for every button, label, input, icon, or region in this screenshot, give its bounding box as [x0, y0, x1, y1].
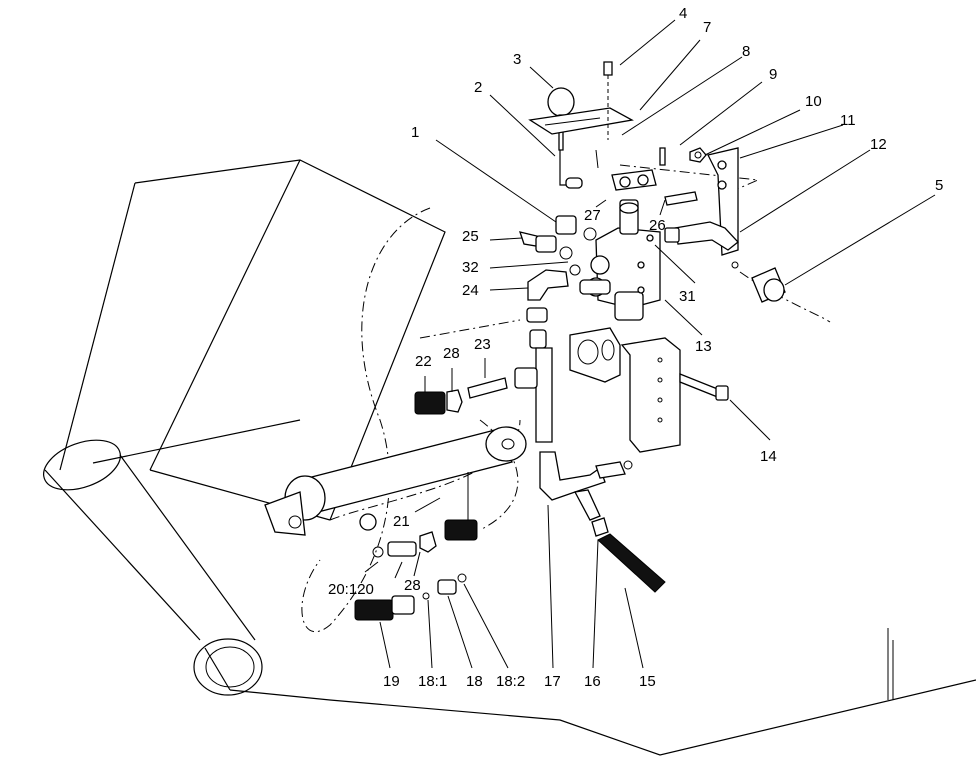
control-lever-assembly	[528, 61, 760, 206]
hose-end-19	[354, 599, 394, 621]
callout-26: 26	[649, 217, 666, 234]
callout-22: 22	[415, 353, 432, 370]
callout-labels: 1 2 3 4 5 7 8 9 10 11 12 13 14 15 16 17 …	[328, 5, 943, 690]
linkage-plate	[689, 147, 739, 256]
bolt-4	[603, 61, 613, 76]
callout-25: 25	[462, 228, 479, 245]
callout-21: 21	[393, 513, 410, 530]
callout-3: 3	[513, 51, 521, 68]
leader-lines	[364, 19, 936, 669]
callout-13: 13	[695, 338, 712, 355]
hydraulic-cylinder	[264, 426, 527, 540]
callout-4: 4	[679, 5, 687, 22]
callout-18-2: 18:2	[496, 673, 525, 690]
callout-18-1: 18:1	[418, 673, 447, 690]
fittings-mid	[414, 367, 538, 415]
callout-17: 17	[544, 673, 561, 690]
callout-7: 7	[703, 19, 711, 36]
bolt-14	[679, 373, 721, 399]
callout-15: 15	[639, 673, 656, 690]
callout-12: 12	[870, 136, 887, 153]
callout-19: 19	[383, 673, 400, 690]
callout-2: 2	[474, 79, 482, 96]
callout-5: 5	[935, 177, 943, 194]
callout-8: 8	[742, 43, 750, 60]
elbow-24	[527, 269, 569, 301]
hose-end-22	[414, 391, 446, 415]
mount-bracket	[569, 327, 729, 453]
lever-knob	[547, 87, 575, 117]
tube-17	[539, 451, 606, 501]
callout-11: 11	[840, 112, 856, 129]
callout-1: 1	[411, 124, 419, 141]
hydraulic-tubes	[535, 347, 666, 593]
pin-26	[664, 191, 698, 206]
callout-24: 24	[462, 282, 479, 299]
hose-15	[597, 533, 666, 593]
callout-28-lower: 28	[404, 577, 421, 594]
cotter-pin-9	[659, 147, 666, 166]
callout-16: 16	[584, 673, 601, 690]
tractor-frame	[43, 159, 976, 756]
link-bracket	[611, 169, 657, 191]
callout-18: 18	[466, 673, 483, 690]
callout-10: 10	[805, 93, 822, 110]
callout-31: 31	[679, 288, 696, 305]
callout-23: 23	[474, 336, 491, 353]
fittings-lower	[354, 519, 478, 621]
callout-32: 32	[462, 259, 479, 276]
elbow-and-roller	[664, 221, 786, 303]
fittings-upper	[519, 215, 597, 349]
callout-14: 14	[760, 448, 777, 465]
callout-27: 27	[584, 207, 601, 224]
callout-28-upper: 28	[443, 345, 460, 362]
callout-20-120: 20:120	[328, 581, 374, 598]
lever-bracket	[528, 107, 634, 135]
callout-9: 9	[769, 66, 777, 83]
control-valve	[579, 199, 661, 321]
fitting-1	[555, 215, 577, 235]
